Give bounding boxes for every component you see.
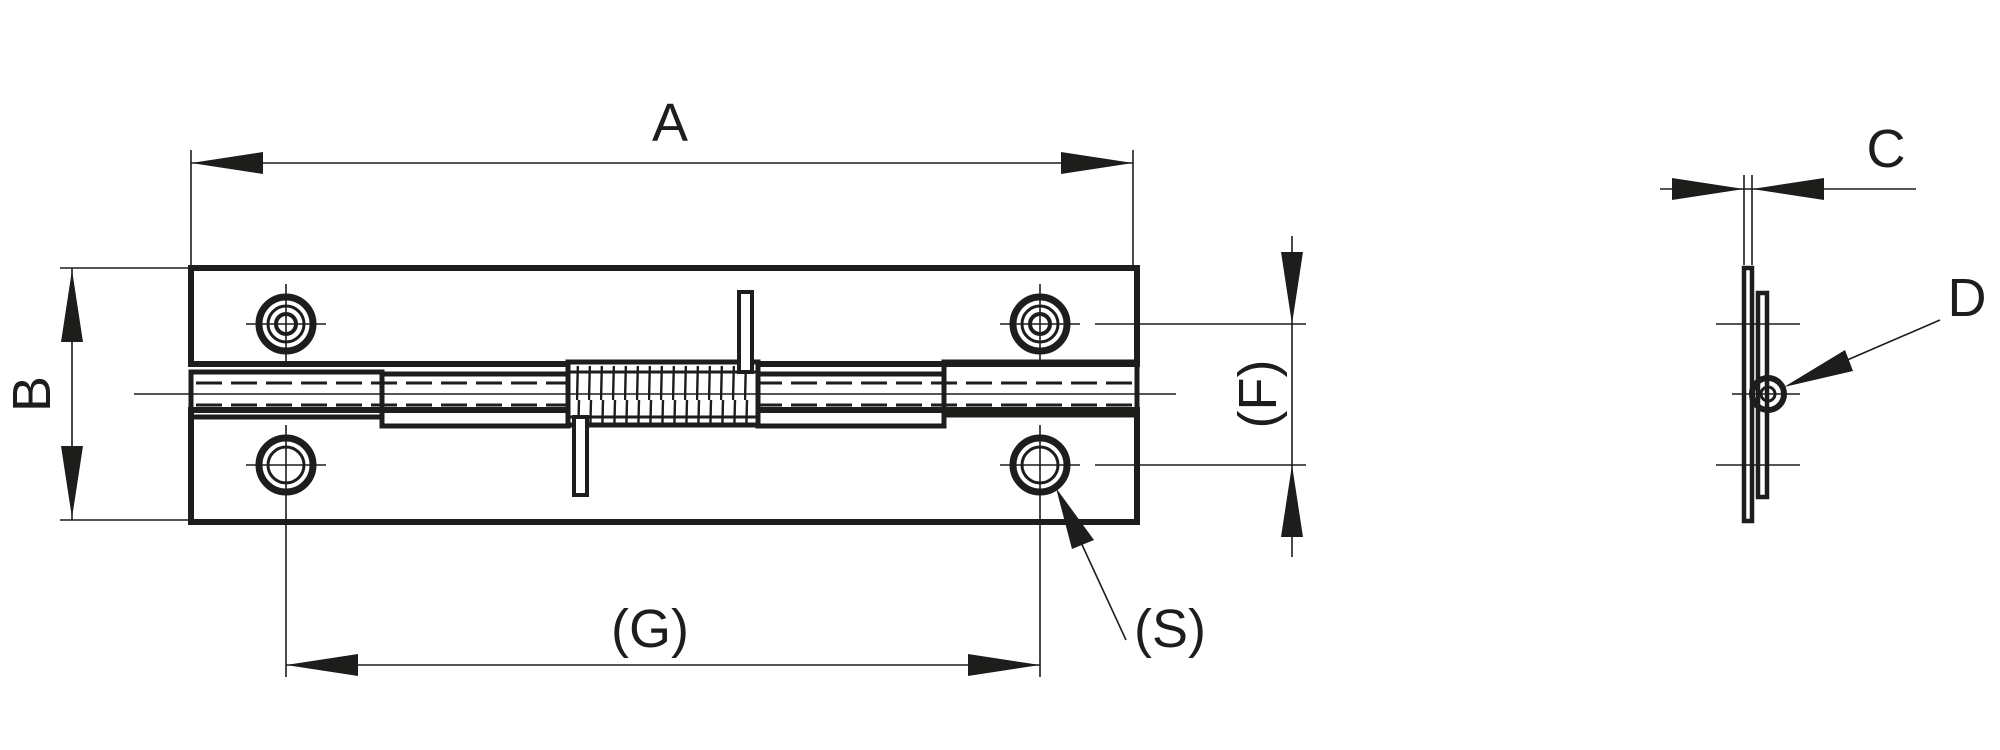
- side-leaf-right: [1755, 290, 1770, 500]
- dimension-f: [1095, 236, 1306, 557]
- spring-leg-lower: [572, 415, 589, 497]
- leader-d: [1784, 319, 1941, 387]
- label-f: (F): [1228, 360, 1288, 429]
- label-a: A: [652, 93, 688, 153]
- upper-leaf: [188, 265, 1140, 367]
- label-s: (S): [1134, 599, 1206, 659]
- dimension-g: [286, 654, 1040, 676]
- dimension-a: [190, 150, 1134, 265]
- dimension-c: [1660, 175, 1916, 265]
- hinge-front-view: [134, 265, 1176, 677]
- label-c: C: [1867, 119, 1906, 179]
- side-center-lines: [1716, 323, 1800, 466]
- dimension-b: [60, 267, 190, 521]
- center-lines: [134, 284, 1176, 677]
- hinge-side-view: [1716, 265, 1800, 524]
- leader-s: [1056, 488, 1127, 641]
- label-g: (G): [611, 599, 689, 659]
- label-d: D: [1948, 268, 1987, 328]
- label-b: B: [2, 376, 62, 412]
- spring-leg-upper: [737, 290, 754, 374]
